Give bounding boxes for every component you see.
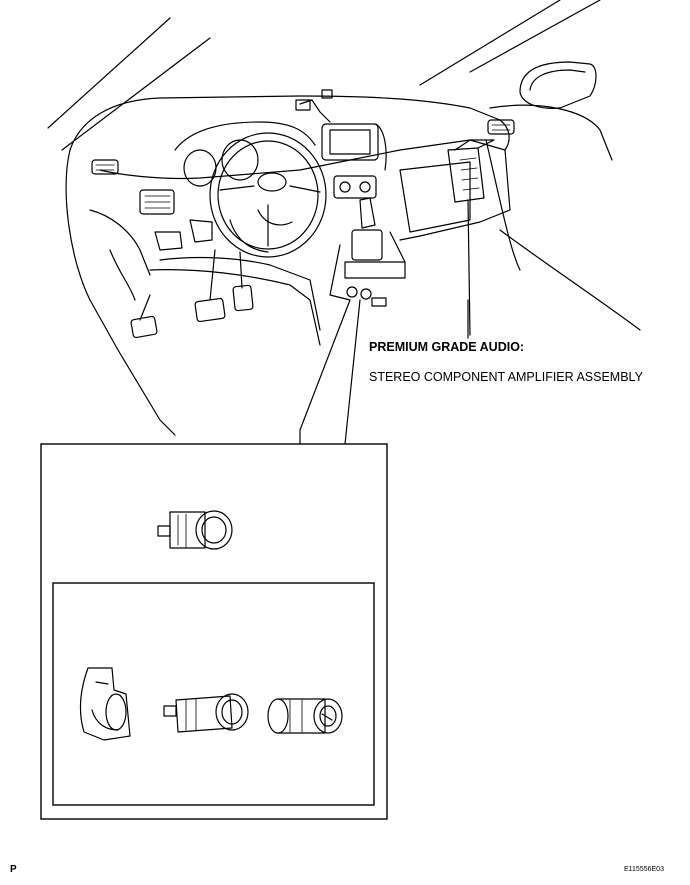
premium-audio-heading: PREMIUM GRADE AUDIO: (369, 340, 525, 354)
callout-leader (299, 299, 361, 445)
windshield-lines (47, 0, 601, 151)
amplifier-label: STEREO COMPONENT AMPLIFIER ASSEMBLY (369, 370, 643, 384)
retainer-ring-icon (79, 667, 131, 741)
socket-body-icon (163, 693, 249, 733)
dashboard (65, 95, 515, 436)
center-stack (295, 89, 387, 199)
detail-frame-inner (52, 582, 375, 806)
corner-letter: P (10, 864, 17, 875)
lighter-socket-icon (157, 510, 233, 550)
steering-wheel (209, 132, 327, 258)
amplifier-unit (447, 139, 495, 336)
shift-lever (329, 197, 406, 307)
pedals (109, 219, 321, 346)
door-panel (485, 104, 641, 331)
figure-code: E115556E03 (624, 866, 664, 873)
lighter-plug-icon (267, 698, 343, 734)
side-mirror (519, 61, 597, 109)
instrument-cluster (174, 121, 316, 187)
